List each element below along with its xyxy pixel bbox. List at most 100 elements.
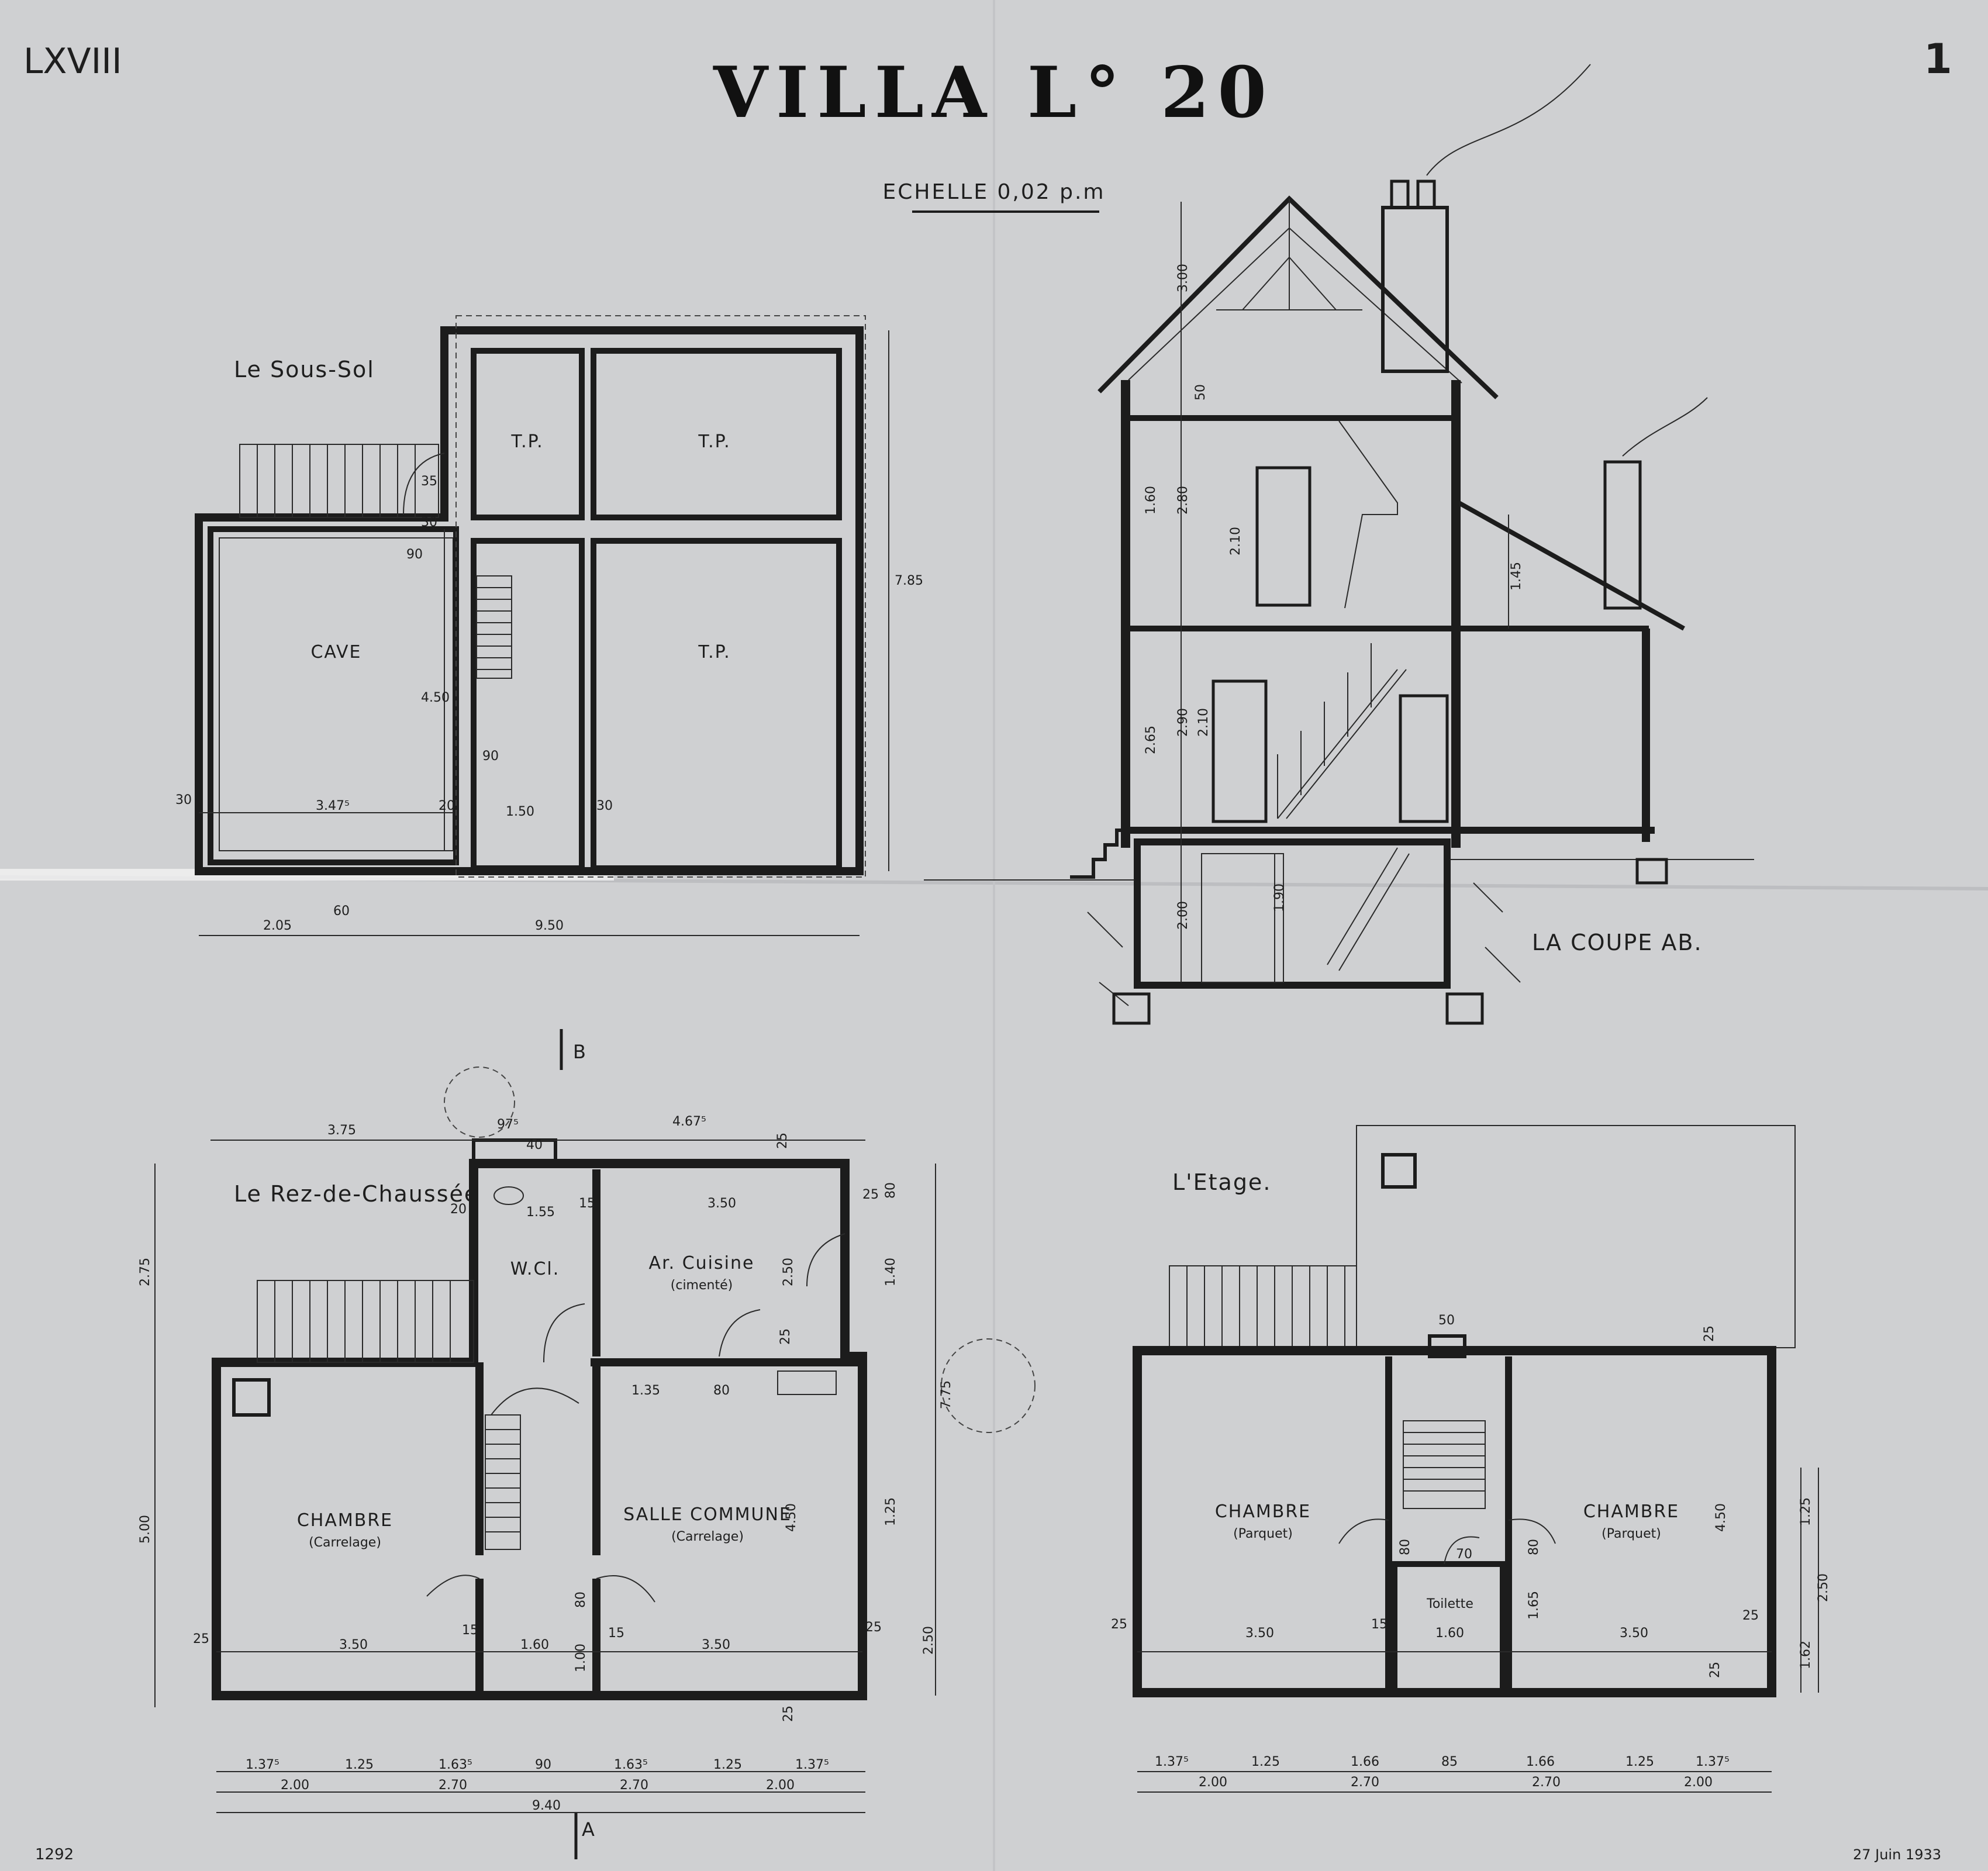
rez-dim-15-top: 15 bbox=[579, 1196, 595, 1211]
coupe-dim-160: 1.60 bbox=[1144, 486, 1158, 515]
rez-bottom-270-left: 2.70 bbox=[439, 1778, 467, 1793]
rez-dim-450: 4.50 bbox=[784, 1503, 799, 1532]
rez-dim-15-hall-right: 15 bbox=[608, 1626, 624, 1641]
arriere-cuisine-label: Ar. Cuisine bbox=[649, 1253, 755, 1273]
etage-bottom-166-left: 1.66 bbox=[1351, 1755, 1379, 1769]
coupe-title: LA COUPE AB. bbox=[1532, 930, 1703, 955]
etage-dim-25-top: 25 bbox=[1702, 1325, 1717, 1342]
rez-bottom-200-right: 2.00 bbox=[766, 1778, 795, 1793]
cistern-circle bbox=[941, 1338, 1036, 1433]
etage-dim-450: 4.50 bbox=[1714, 1503, 1728, 1532]
main-chimney bbox=[1381, 206, 1449, 373]
ground-line bbox=[924, 859, 1754, 881]
basement-section bbox=[1134, 838, 1451, 989]
sous-sol-dim-30-right: 30 bbox=[596, 799, 613, 813]
etage-dim-25-right: 25 bbox=[1742, 1608, 1759, 1623]
salle-door-swing bbox=[596, 1575, 655, 1603]
smoke-main bbox=[1426, 64, 1591, 176]
etage-flue bbox=[1428, 1334, 1466, 1358]
well-circle bbox=[444, 1066, 515, 1138]
etage-right-door-swing bbox=[1508, 1518, 1556, 1544]
kitchen-exterior-door-swing bbox=[806, 1233, 845, 1287]
sous-sol-dim-60: 60 bbox=[333, 904, 350, 919]
section-stair-balusters bbox=[1277, 643, 1372, 819]
rez-dim-135: 1.35 bbox=[631, 1383, 660, 1398]
rez-dim-80-door: 80 bbox=[713, 1383, 730, 1398]
rez-dim-25-top: 25 bbox=[775, 1133, 790, 1149]
etage-dim-15: 15 bbox=[1371, 1617, 1388, 1632]
section-marker-b: B bbox=[573, 1041, 586, 1063]
rez-dim-80-right: 80 bbox=[883, 1182, 898, 1199]
etage-dim-250: 2.50 bbox=[1816, 1573, 1831, 1602]
tp-big-room bbox=[591, 538, 842, 871]
footing-left bbox=[1112, 992, 1151, 1025]
sous-sol-dim-35: 35 bbox=[421, 474, 437, 489]
sous-sol-interior-stair bbox=[476, 575, 512, 679]
chimney-pot-1 bbox=[1390, 179, 1410, 209]
basement-ladder bbox=[1327, 847, 1410, 971]
rez-bottom-1635-right: 1.63⁵ bbox=[614, 1758, 648, 1772]
tp-top-label: T.P. bbox=[698, 431, 730, 452]
rez-dim-250-right: 2.50 bbox=[921, 1626, 936, 1655]
coupe-dim-210-ground: 2.10 bbox=[1196, 708, 1211, 737]
rez-bottom-125-left: 1.25 bbox=[345, 1758, 374, 1772]
sous-sol-dim-205: 2.05 bbox=[263, 919, 292, 933]
rez-dim-4675: 4.67⁵ bbox=[672, 1114, 706, 1129]
toilette-door-swing bbox=[1444, 1536, 1480, 1565]
wc-label: W.Cl. bbox=[510, 1259, 560, 1279]
rez-dim-25-kitchen: 25 bbox=[778, 1328, 793, 1345]
etage-dim-80-right: 80 bbox=[1527, 1539, 1541, 1555]
sous-sol-dim-3475: 3.47⁵ bbox=[316, 799, 350, 813]
footing-right bbox=[1445, 992, 1484, 1025]
rez-dim-350-chambre: 3.50 bbox=[339, 1638, 368, 1652]
kitchen-sink bbox=[777, 1371, 837, 1395]
rez-dim-25-bottom: 25 bbox=[781, 1706, 796, 1722]
rez-dim-500: 5.00 bbox=[138, 1515, 153, 1544]
rez-dim-375: 3.75 bbox=[327, 1123, 356, 1138]
chambre-rez-sub: (Carrelage) bbox=[309, 1535, 381, 1550]
salle-commune-label: SALLE COMMUNE bbox=[623, 1504, 792, 1525]
chambre-right-label: CHAMBRE bbox=[1583, 1501, 1679, 1522]
rez-dim-40: 40 bbox=[526, 1138, 543, 1152]
rez-interior-stair bbox=[485, 1387, 579, 1550]
etage-title: L'Etage. bbox=[1172, 1169, 1271, 1195]
etage-dim-70: 70 bbox=[1456, 1547, 1472, 1562]
tp-top-room bbox=[591, 348, 842, 520]
etage-dim-350-right: 3.50 bbox=[1620, 1626, 1648, 1641]
rez-dim-25-left: 25 bbox=[193, 1632, 209, 1646]
chambre-rez-label: CHAMBRE bbox=[297, 1510, 393, 1531]
rez-bottom-125-right: 1.25 bbox=[713, 1758, 742, 1772]
sous-sol-dim-30-left: 30 bbox=[175, 793, 192, 807]
sous-sol-dim-150: 1.50 bbox=[506, 805, 534, 819]
wc-door-swing bbox=[543, 1303, 585, 1363]
coupe-dim-300: 3.00 bbox=[1176, 264, 1190, 292]
rez-dim-80-hall: 80 bbox=[574, 1592, 588, 1608]
etage-bottom-85: 85 bbox=[1441, 1755, 1458, 1769]
sheet-roman-number: LXVIII bbox=[23, 41, 122, 82]
toilette-room bbox=[1392, 1561, 1506, 1696]
rez-dim-275: 2.75 bbox=[138, 1258, 153, 1286]
sous-sol-exterior-stair bbox=[239, 444, 439, 518]
sous-sol-dim-950: 9.50 bbox=[535, 919, 564, 933]
rez-bottom-1375-right: 1.37⁵ bbox=[795, 1758, 829, 1772]
stair-room bbox=[471, 538, 585, 871]
etage-dim-80-left: 80 bbox=[1398, 1539, 1413, 1555]
sous-sol-outer-wall bbox=[195, 326, 864, 875]
etage-bottom-166-right: 1.66 bbox=[1526, 1755, 1555, 1769]
sous-sol-door-swing bbox=[403, 453, 445, 515]
etage-stair bbox=[1403, 1420, 1486, 1509]
tp-small-label: T.P. bbox=[510, 431, 543, 452]
sous-sol-title: Le Sous-Sol bbox=[234, 357, 375, 382]
etage-bottom-270-left: 2.70 bbox=[1351, 1775, 1379, 1790]
rez-dim-160: 1.60 bbox=[520, 1638, 549, 1652]
sous-sol-plan: Le Sous-Sol T.P. T.P. T.P. bbox=[175, 315, 923, 936]
rez-dim-125: 1.25 bbox=[883, 1497, 898, 1526]
rez-dim-15-hall-left: 15 bbox=[462, 1623, 478, 1638]
rez-bottom-total: 9.40 bbox=[532, 1798, 561, 1813]
sous-sol-dim-90-top: 90 bbox=[406, 547, 423, 562]
ground-door-left bbox=[1212, 679, 1268, 823]
coupe-dim-190: 1.90 bbox=[1272, 883, 1287, 912]
rez-dim-140: 1.40 bbox=[883, 1258, 898, 1286]
rez-dim-350-salle: 3.50 bbox=[702, 1638, 730, 1652]
rez-bottom-200-left: 2.00 bbox=[281, 1778, 309, 1793]
